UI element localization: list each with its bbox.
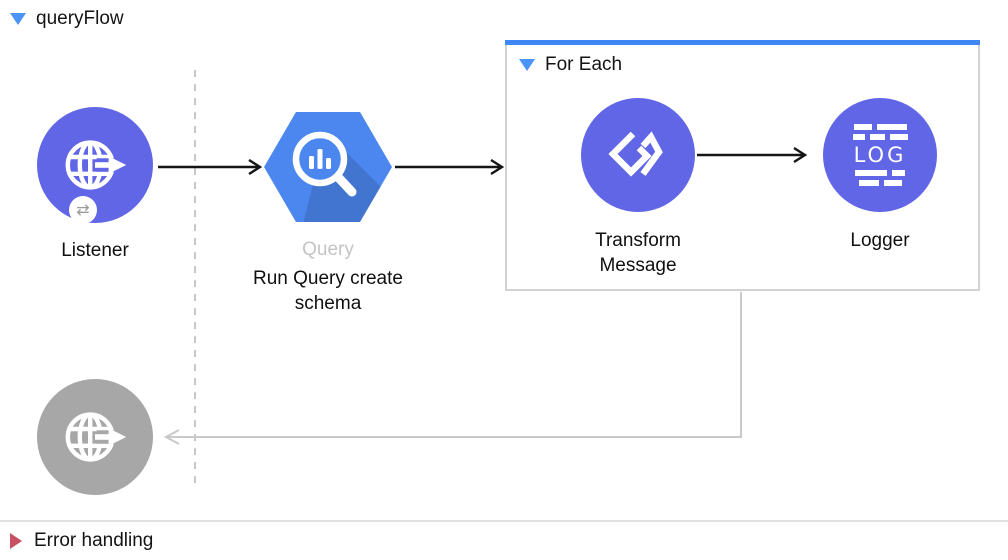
transform-message-label: Transform Message [595,230,681,276]
arrow-query-to-foreach [395,158,505,176]
flow-title: queryFlow [36,8,124,29]
for-each-header[interactable]: For Each [519,54,622,76]
for-each-title: For Each [545,54,623,75]
exchange-arrows-icon: ⇄ [69,196,97,224]
query-label: Query [302,239,354,260]
section-divider [0,520,1008,522]
flow-header[interactable]: queryFlow [10,8,124,30]
collapse-triangle-icon[interactable] [10,533,22,549]
error-handling-header[interactable]: Error handling [10,530,153,552]
globe-arrow-icon [65,412,129,462]
arrow-listener-to-query [158,158,263,176]
error-listener-node[interactable] [37,379,153,495]
collapse-triangle-icon[interactable] [10,13,26,25]
log-icon-text: LOG [853,143,907,167]
listener-label: Listener [61,240,129,261]
transform-message-node[interactable] [581,98,695,212]
dataweave-icon [608,131,663,177]
globe-arrow-icon [65,140,129,190]
listener-node[interactable]: ⇄ [37,107,153,224]
query-node[interactable] [262,110,394,229]
collapse-triangle-icon[interactable] [519,59,535,71]
for-each-topbar [505,40,980,45]
error-handling-title: Error handling [34,530,154,551]
logger-node[interactable]: LOG [823,98,937,212]
logger-label: Logger [850,230,910,251]
bigquery-hexagon-magnifier-icon [264,112,392,222]
query-description: Run Query create schema [253,268,403,314]
log-lines-icon: LOG [852,124,908,186]
